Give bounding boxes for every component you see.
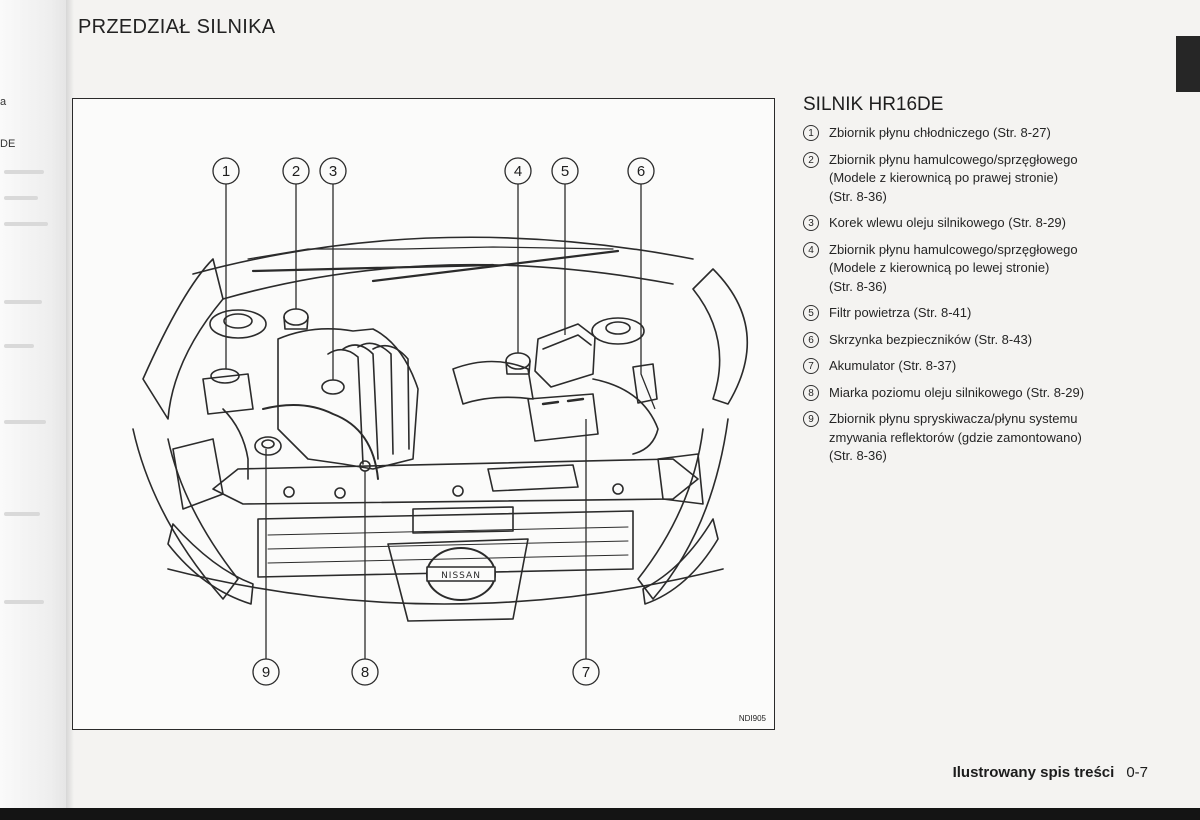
item-number-badge: 3: [803, 215, 819, 231]
callout-4: 4: [504, 157, 532, 185]
adjacent-page-strip: a DE: [0, 0, 72, 808]
item-number-badge: 4: [803, 241, 819, 258]
item-number-badge: 6: [803, 331, 819, 348]
svg-text:8: 8: [361, 664, 369, 681]
svg-text:3: 3: [329, 163, 337, 180]
legend-item-text: Korek wlewu oleju silnikowego (Str. 8-29…: [829, 215, 1066, 230]
legend-item: 3 Korek wlewu oleju silnikowego (Str. 8-2…: [803, 214, 1143, 233]
legend-item-text: Skrzynka bezpieczników (Str. 8-43): [829, 331, 1033, 347]
legend-item-text: Miarka poziomu oleju silnikowego (Str. 8…: [829, 384, 1085, 400]
figure-code: NDI905: [738, 714, 766, 723]
legend-item: 8 Miarka poziomu oleju silnikowego (Str. …: [803, 384, 1143, 403]
legend-item-text: Zbiornik płynu chłodniczego (Str. 8-27): [829, 125, 1051, 140]
engine-compartment-illustration: NISSAN 1 2: [72, 98, 775, 730]
item-number-badge: 1: [803, 125, 819, 141]
faded-text-line: [4, 300, 42, 304]
component-legend: 1 Zbiornik płynu chłodniczego (Str. 8-27)…: [803, 124, 1143, 474]
chapter-thumb-tab: [1176, 36, 1200, 92]
legend-item: 5 Filtr powietrza (Str. 8-41): [803, 304, 1143, 323]
svg-text:5: 5: [561, 163, 569, 180]
adjacent-page-fragment: DE: [0, 138, 16, 150]
legend-item-text: Zbiornik płynu hamulcowego/sprzęgłowego …: [829, 151, 1078, 204]
faded-text-line: [4, 170, 44, 174]
faded-text-line: [4, 512, 40, 516]
svg-text:1: 1: [222, 163, 230, 180]
legend-item: 7 Akumulator (Str. 8-37): [803, 357, 1143, 376]
legend-item-text: Zbiornik płynu hamulcowego/sprzęgłowego …: [829, 241, 1078, 294]
item-number-badge: 2: [803, 151, 819, 168]
faded-text-line: [4, 600, 44, 604]
faded-text-line: [4, 344, 34, 348]
faded-text-line: [4, 196, 38, 200]
callout-3: 3: [319, 157, 347, 185]
item-number-badge: 5: [803, 305, 819, 321]
adjacent-page-fragment: a: [0, 96, 7, 108]
svg-text:2: 2: [292, 163, 300, 180]
callout-6: 6: [627, 157, 655, 185]
footer-section-name: Ilustrowany spis treści: [952, 764, 1115, 781]
legend-item-text: Filtr powietrza (Str. 8-41): [829, 305, 972, 320]
item-number-badge: 7: [803, 358, 819, 374]
svg-text:4: 4: [514, 163, 522, 180]
callout-8: 8: [351, 658, 379, 686]
callout-5: 5: [551, 157, 579, 185]
page-footer: Ilustrowany spis treści 0-7: [953, 764, 1148, 781]
svg-text:6: 6: [637, 163, 645, 180]
svg-text:9: 9: [262, 664, 270, 681]
legend-item: 9 Zbiornik płynu spryskiwacza/płynu syste…: [803, 410, 1143, 466]
callout-9: 9: [252, 658, 280, 686]
engine-drawing: NISSAN 1 2: [132, 157, 748, 686]
leader-line-6: [640, 184, 656, 410]
legend-item-text: Akumulator (Str. 8-37): [829, 358, 957, 373]
book-gutter: [66, 0, 74, 808]
legend-item: 2 Zbiornik płynu hamulcowego/sprzęgłowego…: [803, 151, 1143, 207]
legend-item: 4 Zbiornik płynu hamulcowego/sprzęgłowego…: [803, 241, 1143, 297]
item-number-badge: 8: [803, 384, 819, 401]
svg-text:7: 7: [582, 664, 590, 681]
bottom-edge-bar: [0, 808, 1200, 820]
svg-text:NISSAN: NISSAN: [441, 571, 481, 581]
faded-text-line: [4, 222, 48, 226]
callout-1: 1: [212, 157, 240, 185]
faded-text-line: [4, 420, 46, 424]
legend-item-text: Zbiornik płynu spryskiwacza/płynu system…: [829, 411, 1082, 463]
legend-item: 1 Zbiornik płynu chłodniczego (Str. 8-27): [803, 124, 1143, 143]
legend-item: 6 Skrzynka bezpieczników (Str. 8-43): [803, 331, 1143, 350]
section-heading: SILNIK HR16DE: [803, 94, 944, 115]
item-number-badge: 9: [803, 411, 819, 427]
page-title: PRZEDZIAŁ SILNIKA: [78, 16, 276, 38]
callout-7: 7: [572, 658, 600, 686]
callout-2: 2: [282, 157, 310, 185]
page-number: 0-7: [1126, 764, 1148, 781]
